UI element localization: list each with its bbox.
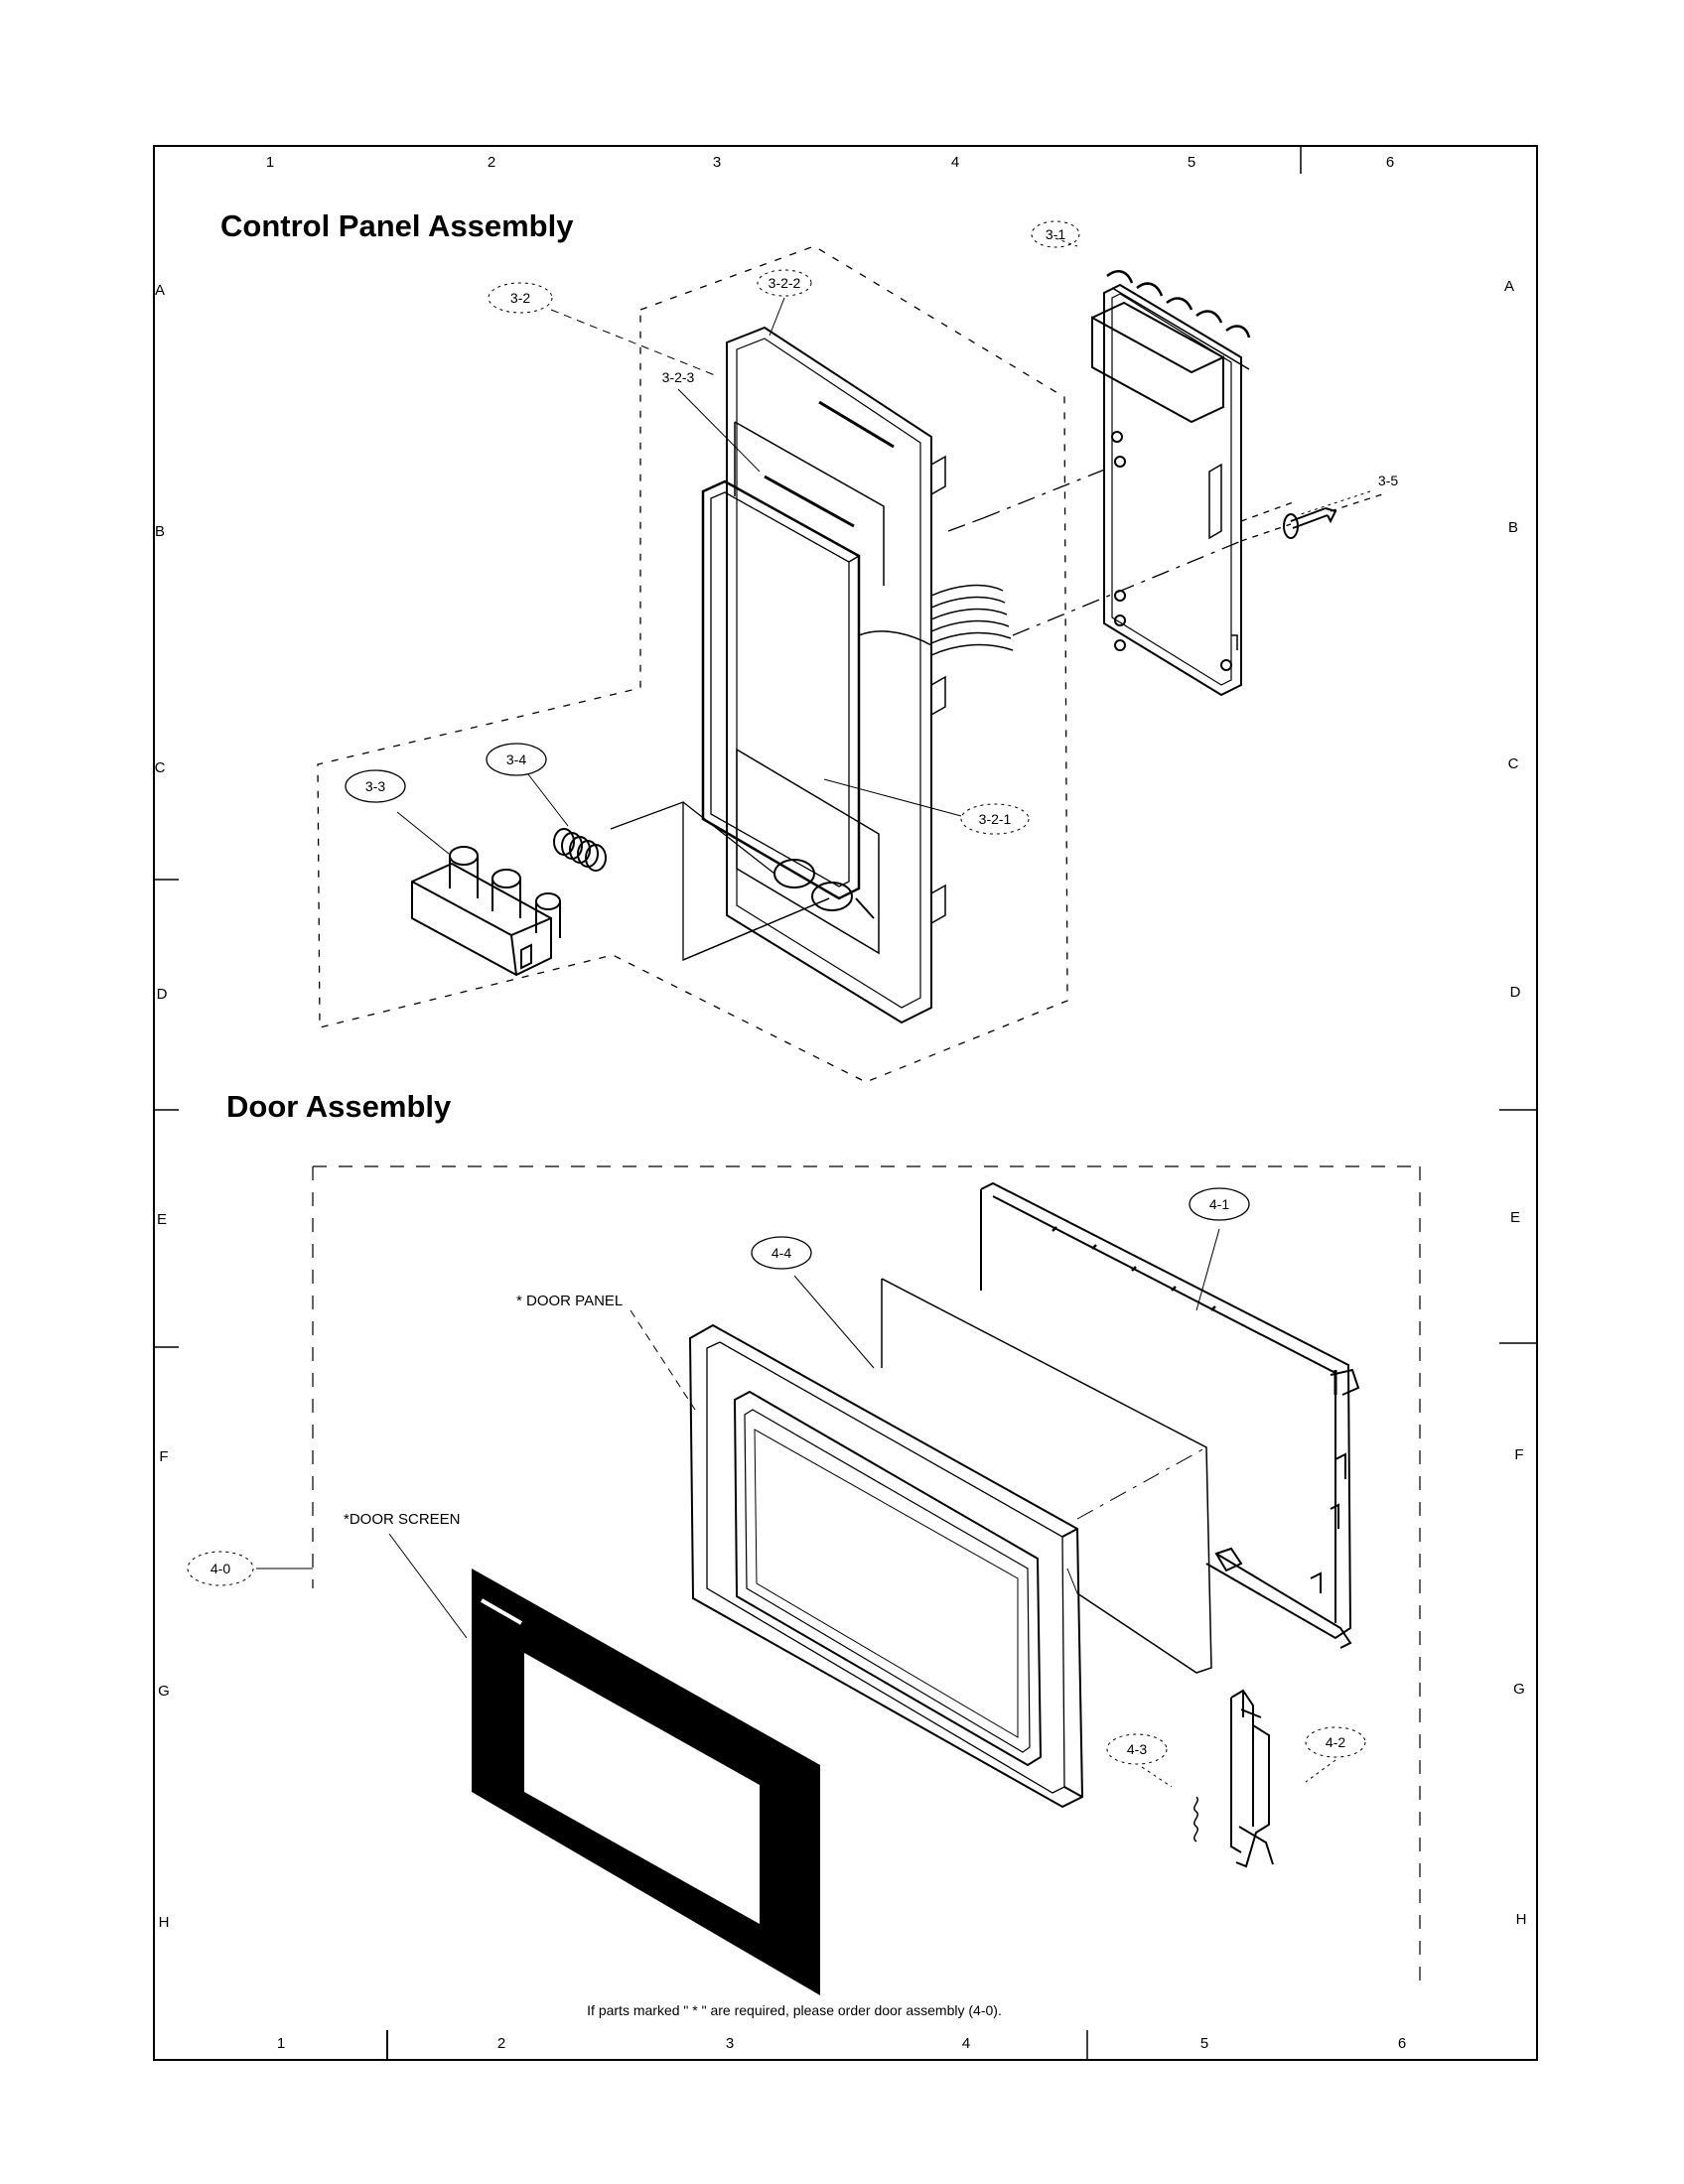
callout-3-5: 3-5 bbox=[1378, 473, 1398, 488]
row-label: E bbox=[157, 1211, 167, 1228]
grid-row-labels-right: A B C D E F G H bbox=[1504, 278, 1526, 1928]
door-panel-frame bbox=[688, 1323, 1084, 1809]
door-choke-frame bbox=[980, 1181, 1360, 1649]
row-label: C bbox=[155, 759, 166, 776]
col-label: 1 bbox=[277, 2035, 285, 2052]
col-label: 6 bbox=[1386, 154, 1394, 171]
callout-4-4: 4-4 bbox=[772, 1245, 791, 1261]
row-label: A bbox=[155, 282, 165, 299]
col-label: 3 bbox=[726, 2035, 734, 2052]
row-label: E bbox=[1510, 1209, 1520, 1226]
col-label: 1 bbox=[266, 154, 274, 171]
row-label: G bbox=[158, 1683, 170, 1700]
control-panel-display-sheet bbox=[701, 479, 861, 900]
row-label: H bbox=[159, 1914, 170, 1931]
knob-button bbox=[411, 846, 561, 977]
callout-4-1: 4-1 bbox=[1209, 1196, 1229, 1212]
door-screen bbox=[472, 1569, 820, 1995]
grid-column-labels-bottom: 1 2 3 4 5 6 bbox=[277, 2035, 1406, 2052]
col-label: 5 bbox=[1188, 154, 1195, 171]
control-panel-callouts: 3-1 3-2 3-2-2 3-2-3 3-2-1 3-3 3-4 3-5 bbox=[345, 220, 1398, 835]
row-label: F bbox=[1514, 1446, 1523, 1463]
door-screen-label: *DOOR SCREEN bbox=[344, 1511, 461, 1528]
callout-3-2-3: 3-2-3 bbox=[662, 369, 695, 385]
row-label: B bbox=[1508, 519, 1518, 536]
control-pcb bbox=[1091, 270, 1251, 697]
callout-4-0: 4-0 bbox=[210, 1561, 230, 1576]
callout-3-2-2: 3-2-2 bbox=[769, 275, 801, 291]
grid-row-labels-left: A B C D E F G H bbox=[155, 282, 170, 1931]
callout-3-2-1: 3-2-1 bbox=[979, 811, 1012, 827]
door-latch-hook bbox=[1230, 1689, 1274, 1868]
col-label: 2 bbox=[497, 2035, 505, 2052]
door-film-sheet bbox=[881, 1278, 1212, 1674]
control-panel-frame bbox=[726, 326, 946, 1024]
row-label: B bbox=[155, 523, 165, 540]
footnote: If parts marked " * " are required, plea… bbox=[587, 2002, 1002, 2018]
control-panel-alignment-lines bbox=[610, 466, 1386, 961]
door-group-boundary bbox=[312, 1165, 1421, 1985]
callout-3-4: 3-4 bbox=[506, 751, 526, 767]
row-label: C bbox=[1508, 755, 1519, 772]
row-label: A bbox=[1504, 278, 1514, 295]
row-label: D bbox=[157, 986, 168, 1003]
col-label: 4 bbox=[962, 2035, 970, 2052]
control-panel-leader-lines bbox=[396, 237, 1371, 855]
callout-3-3: 3-3 bbox=[365, 778, 385, 794]
callout-3-1: 3-1 bbox=[1046, 226, 1065, 242]
sheet-frame bbox=[153, 145, 1538, 2061]
row-label: D bbox=[1510, 984, 1521, 1001]
row-label: G bbox=[1513, 1681, 1525, 1698]
col-label: 5 bbox=[1200, 2035, 1208, 2052]
col-label: 2 bbox=[488, 154, 495, 171]
col-label: 6 bbox=[1398, 2035, 1406, 2052]
door-latch-spring bbox=[1193, 1796, 1198, 1843]
col-label: 3 bbox=[713, 154, 721, 171]
door-panel-label: * DOOR PANEL bbox=[516, 1293, 623, 1309]
col-label: 4 bbox=[951, 154, 959, 171]
control-panel-title: Control Panel Assembly bbox=[220, 208, 574, 243]
callout-4-3: 4-3 bbox=[1127, 1741, 1147, 1757]
row-label: F bbox=[159, 1448, 168, 1465]
wire-harness bbox=[858, 584, 1014, 656]
spring bbox=[553, 828, 607, 872]
callout-3-2: 3-2 bbox=[510, 290, 530, 306]
callout-4-2: 4-2 bbox=[1326, 1734, 1345, 1750]
door-callouts: 4-1 4-4 4-0 4-3 4-2 bbox=[187, 1187, 1366, 1765]
door-assembly-title: Door Assembly bbox=[226, 1089, 452, 1124]
row-label: H bbox=[1516, 1911, 1527, 1928]
screw bbox=[1283, 507, 1337, 539]
door-leader-lines bbox=[256, 1228, 1336, 1788]
grid-column-labels-top: 1 2 3 4 5 6 bbox=[266, 154, 1394, 171]
